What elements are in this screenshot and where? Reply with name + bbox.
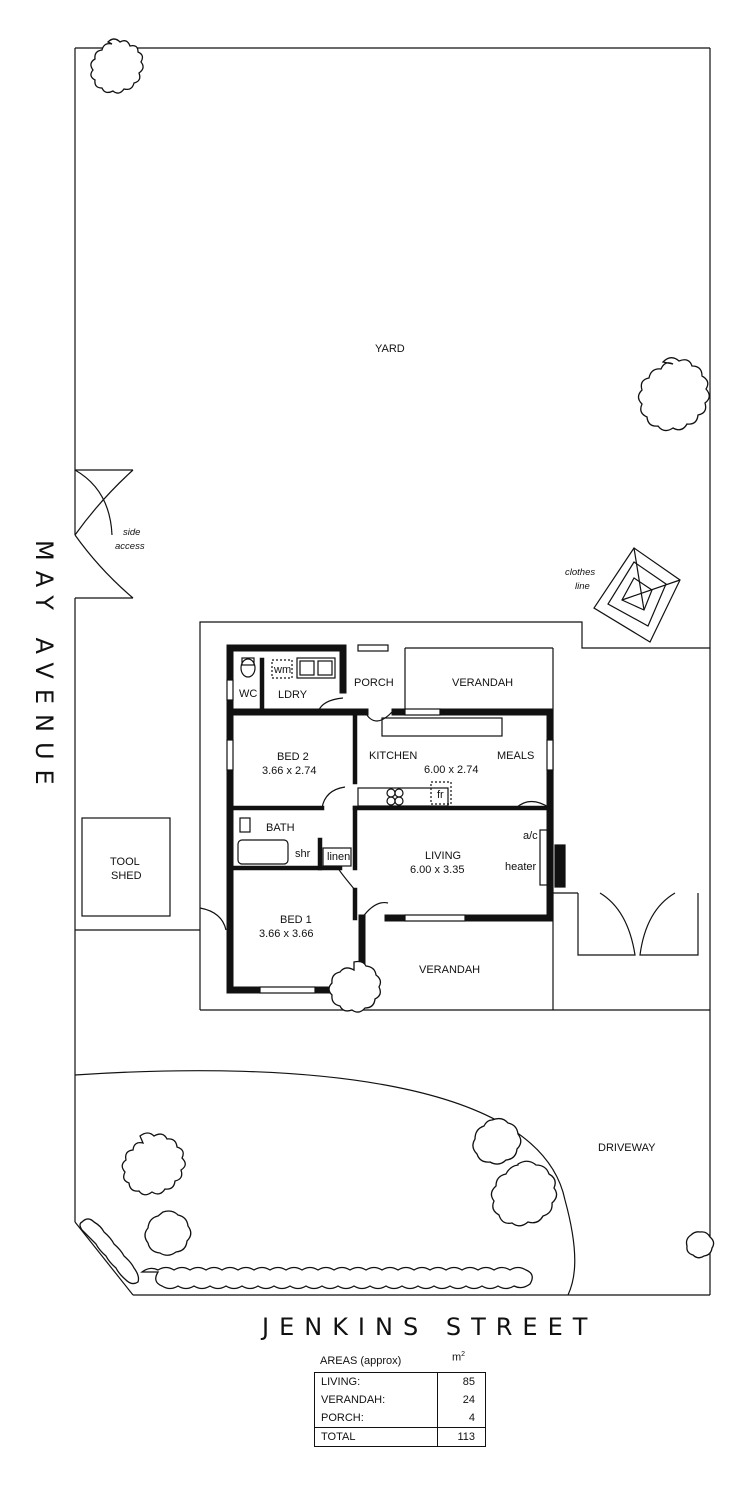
clothes-line-label-1: clothes	[565, 567, 595, 578]
fence-lines	[75, 907, 227, 931]
heater-label: heater	[505, 861, 537, 873]
side-access-label-2: access	[115, 541, 145, 552]
tree-front-left	[121, 1132, 186, 1196]
laundry-label: LDRY	[278, 689, 308, 701]
kitchen-size: 6.00 x 2.74	[424, 764, 478, 776]
house-outline	[199, 621, 710, 1011]
areas-unit-sup: 2	[461, 1351, 466, 1358]
areas-title: AREAS (approx)	[320, 1355, 402, 1367]
shower-label: shr	[295, 848, 311, 860]
areas-unit: m2	[452, 1351, 465, 1364]
bed1-size: 3.66 x 3.66	[259, 928, 313, 940]
may-avenue-label: MAY AVENUE	[30, 540, 58, 795]
verandah-bottom-label: VERANDAH	[419, 964, 480, 976]
clothes-line-label-2: line	[575, 581, 590, 592]
areas-row-label: VERANDAH:	[315, 1391, 438, 1409]
tool-shed-label-2: SHED	[111, 870, 142, 882]
areas-row-living: LIVING: 85	[315, 1373, 485, 1391]
areas-table-body: LIVING: 85 VERANDAH: 24 PORCH: 4 TOTAL 1…	[314, 1372, 486, 1447]
areas-row-porch: PORCH: 4	[315, 1409, 485, 1427]
openings	[226, 644, 554, 994]
verandah-top-label: VERANDAH	[452, 677, 513, 689]
areas-row-label: LIVING:	[315, 1373, 438, 1391]
tool-shed	[81, 817, 171, 917]
bed1-label: BED 1	[280, 914, 312, 926]
areas-row-value: 24	[462, 1394, 475, 1406]
linen-label: linen	[327, 851, 350, 863]
side-access-label-1: side	[123, 527, 140, 538]
fixtures	[237, 657, 566, 888]
porch-label: PORCH	[354, 677, 394, 689]
wc-label: WC	[239, 688, 257, 700]
areas-row-verandah: VERANDAH: 24	[315, 1391, 485, 1409]
tree-front-right	[472, 1117, 558, 1227]
tree-front-center	[328, 960, 382, 1013]
areas-row-total: TOTAL 113	[315, 1427, 485, 1446]
meals-label: MEALS	[497, 750, 534, 762]
driveway-label: DRIVEWAY	[598, 1142, 656, 1154]
tree-front-small	[144, 1210, 192, 1256]
areas-unit-base: m	[452, 1351, 462, 1364]
areas-row-label: PORCH:	[315, 1409, 438, 1427]
bath-label: BATH	[266, 822, 295, 834]
property-boundary	[74, 47, 711, 1296]
bed2-size: 3.66 x 2.74	[262, 765, 316, 777]
fridge-label: fr	[437, 789, 444, 801]
ac-label: a/c	[523, 830, 538, 842]
areas-table: AREAS (approx) m2 LIVING: 85 VERANDAH: 2…	[314, 1351, 486, 1447]
areas-total-label: TOTAL	[315, 1428, 438, 1446]
tool-shed-label-1: TOOL	[110, 856, 140, 868]
tree-top-left	[90, 38, 144, 94]
clothes-line	[593, 547, 681, 643]
living-size: 6.00 x 3.35	[410, 864, 464, 876]
areas-table-header: AREAS (approx) m2	[314, 1351, 486, 1372]
kitchen-label: KITCHEN	[369, 750, 417, 762]
tree-right-yard	[637, 357, 710, 432]
tree-corner-right	[685, 1231, 715, 1259]
living-label: LIVING	[425, 850, 461, 862]
bed2-label: BED 2	[277, 751, 309, 763]
yard-label: YARD	[375, 343, 405, 355]
hedge	[79, 1218, 533, 1290]
areas-row-value: 85	[462, 1376, 475, 1388]
areas-total-value: 113	[457, 1431, 475, 1443]
house-walls	[226, 644, 554, 994]
side-access-gate	[74, 469, 134, 599]
jenkins-street-label: JENKINS STREET	[260, 1313, 597, 1341]
areas-row-value: 4	[468, 1412, 475, 1424]
washing-machine-label: wm	[273, 664, 291, 676]
